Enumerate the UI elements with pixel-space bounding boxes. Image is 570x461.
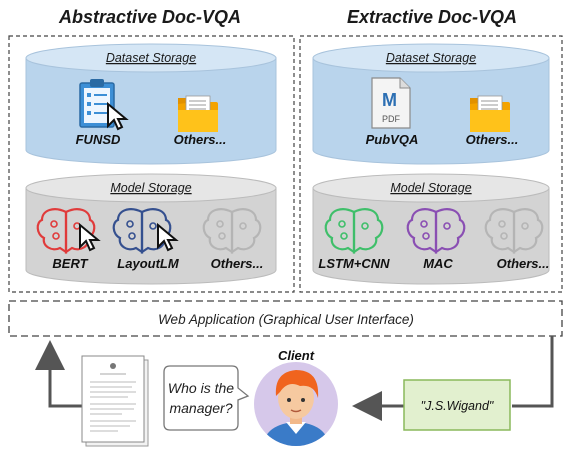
model-mac: MAC <box>423 256 453 271</box>
question-speech-bubble <box>163 365 250 431</box>
answer-text: "J.S.Wigand" <box>421 399 494 413</box>
abstractive-dataset-others: Others... <box>174 132 227 147</box>
model-layoutlm: LayoutLM <box>117 256 180 271</box>
abstractive-title: Abstractive Doc-VQA <box>58 7 241 27</box>
extractive-model-storage-label: Model Storage <box>390 181 471 195</box>
svg-text:PDF: PDF <box>382 114 401 124</box>
abstractive-section <box>8 35 295 293</box>
extractive-title: Extractive Doc-VQA <box>347 7 517 27</box>
funsd-clipboard-icon <box>79 79 115 128</box>
extractive-dataset-storage-label: Dataset Storage <box>386 51 476 65</box>
dataset-funsd: FUNSD <box>76 132 121 147</box>
question-line-1: Who is the <box>168 380 234 396</box>
model-bert: BERT <box>52 256 88 271</box>
svg-text:M: M <box>382 90 397 110</box>
dataset-pubvqa: PubVQA <box>366 132 419 147</box>
client-avatar <box>254 362 338 446</box>
extractive-dataset-others: Others... <box>466 132 519 147</box>
pubvqa-pdf-icon: M PDF <box>371 77 411 129</box>
model-lstm-cnn: LSTM+CNN <box>318 256 390 271</box>
web-application-label: Web Application (Graphical User Interfac… <box>158 312 414 327</box>
extractive-model-storage <box>312 173 550 285</box>
abstractive-dataset-storage-label: Dataset Storage <box>106 51 196 65</box>
question-line-2: manager? <box>169 400 232 416</box>
document-to-webapp-arrow <box>35 340 82 408</box>
answer-box <box>403 379 511 431</box>
abstractive-model-storage-label: Model Storage <box>110 181 191 195</box>
extractive-model-others: Others... <box>497 256 550 271</box>
abstractive-model-others: Others... <box>211 256 264 271</box>
client-label: Client <box>278 348 315 363</box>
web-application-bar <box>8 300 563 337</box>
document-thumbnail <box>81 355 149 447</box>
